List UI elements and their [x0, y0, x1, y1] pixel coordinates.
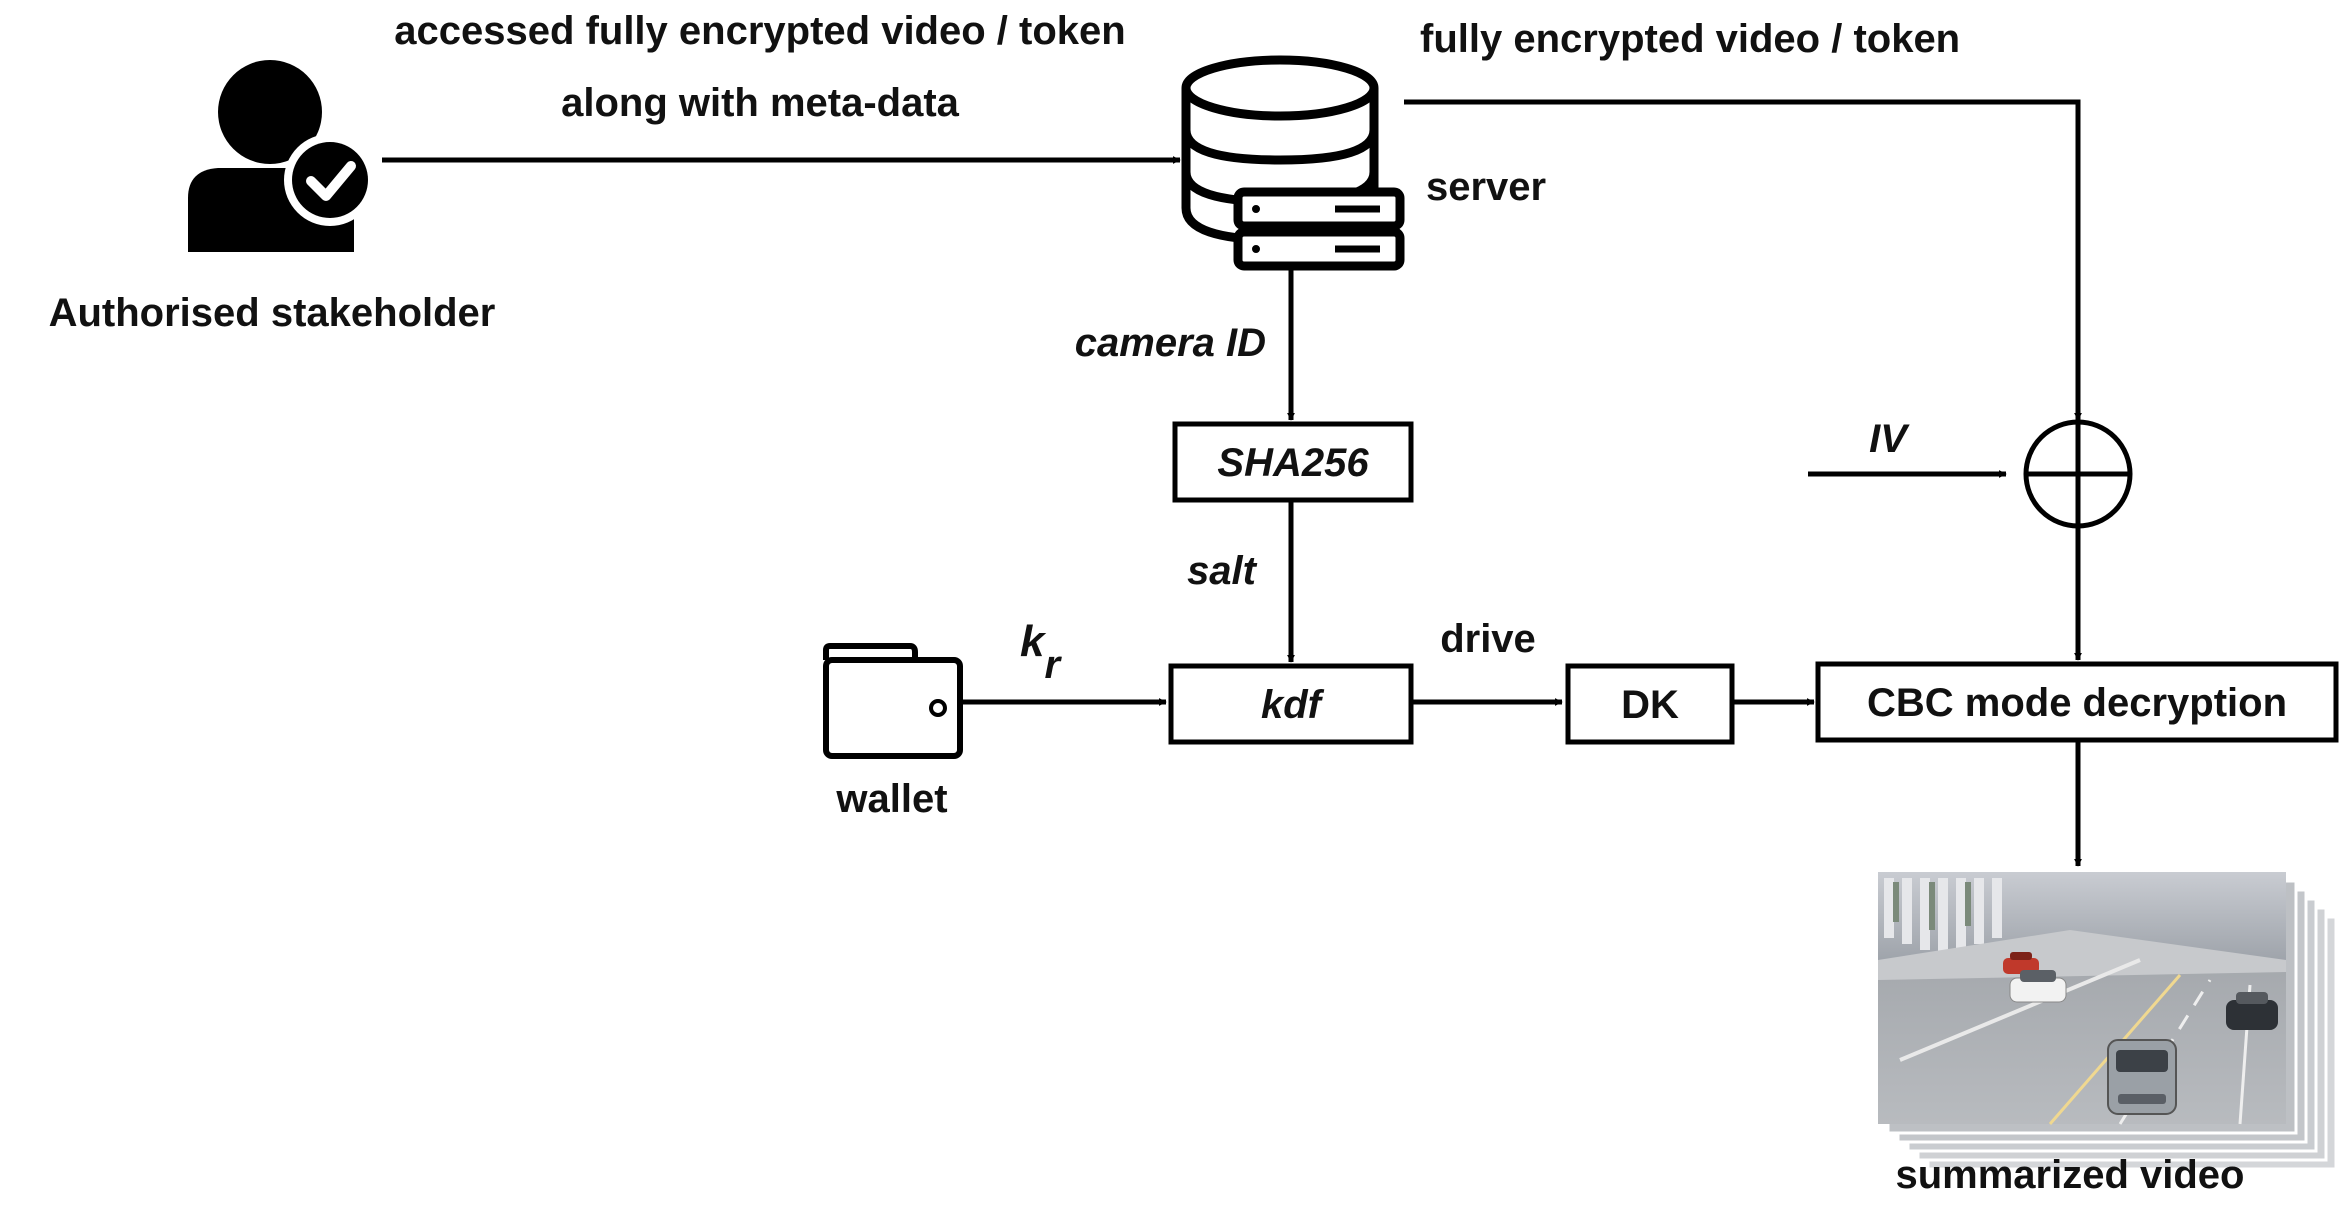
edge-label-salt: salt [1187, 549, 1258, 593]
user-check-icon [188, 60, 376, 252]
video-frames-image [1878, 872, 2338, 1171]
dk-label: DK [1621, 683, 1679, 727]
kr-base: k [1020, 617, 1047, 666]
stakeholder-label: Authorised stakeholder [49, 291, 496, 335]
video-label: summarized video [1895, 1153, 2244, 1197]
wallet-label: wallet [835, 777, 947, 821]
wallet-icon [823, 643, 963, 759]
dk-block [1565, 663, 1735, 745]
edge-label-access-line2: along with meta-data [561, 81, 960, 125]
edge-label-drive: drive [1440, 617, 1536, 661]
edge-label-access-line1: accessed fully encrypted video / token [394, 9, 1125, 53]
edge-label-iv: IV [1869, 417, 1910, 461]
kdf-label: kdf [1261, 683, 1325, 727]
xor-icon [2023, 419, 2133, 529]
edge-label-camera-id: camera ID [1075, 321, 1266, 365]
kr-subscript: r [1044, 643, 1062, 687]
edge-label-encrypted-video: fully encrypted video / token [1420, 17, 1960, 61]
cbc-label-bold: CBC [1867, 681, 1954, 725]
server-label: server [1426, 165, 1546, 209]
edge-server-xor [1404, 99, 2082, 421]
database-server-icon [1181, 55, 1405, 271]
sha256-label: SHA256 [1217, 441, 1369, 485]
edge-label-kr: kr [1020, 617, 1062, 687]
cbc-label-rest: mode decryption [1954, 681, 2287, 725]
cbc-label: CBC mode decryption [1867, 681, 2287, 725]
